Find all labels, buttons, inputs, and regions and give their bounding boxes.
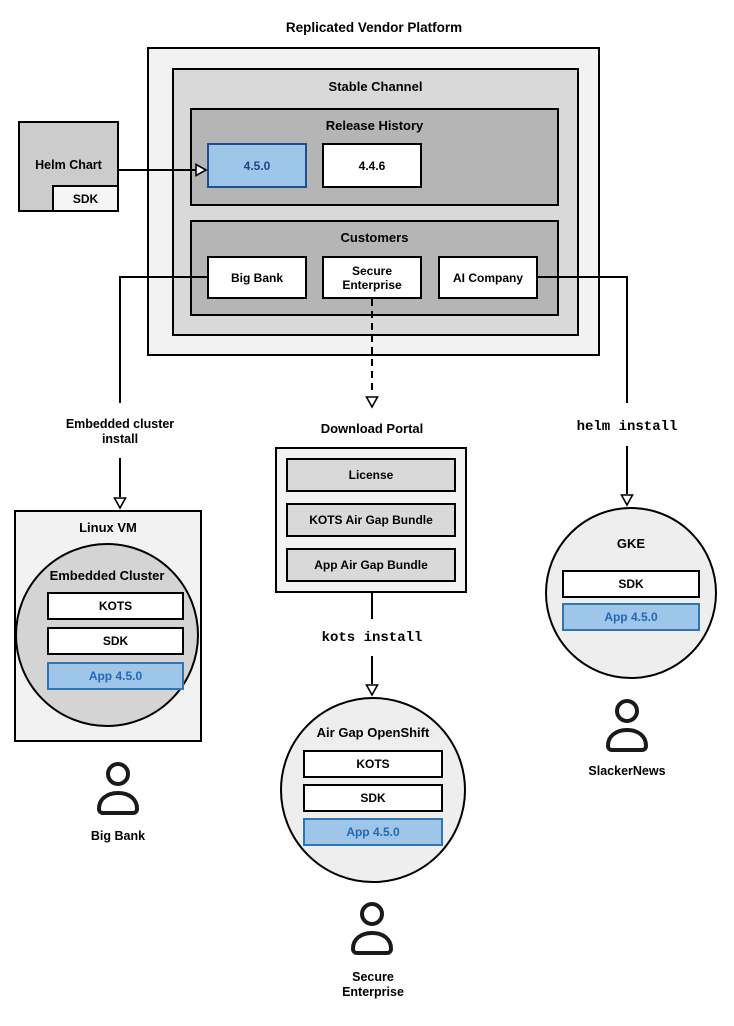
embedded-cluster-title: Embedded Cluster <box>49 568 165 583</box>
air-gap-openshift-title: Air Gap OpenShift <box>316 725 430 740</box>
secure-enterprise-user-icon <box>348 902 396 956</box>
edge-label-kots-install: kots install <box>321 630 423 646</box>
customer-ai-company: AI Company <box>438 256 538 299</box>
stable-channel-title: Stable Channel <box>328 79 423 94</box>
edge-label-embedded-cluster-install: Embedded cluster install <box>65 417 175 446</box>
gke-title: GKE <box>616 536 646 551</box>
download-portal-title: Download Portal <box>320 421 424 436</box>
portal-license-box: License <box>286 458 456 492</box>
portal-app-airgap-bundle-box: App Air Gap Bundle <box>286 548 456 582</box>
release-4-5-0: 4.5.0 <box>207 143 307 188</box>
release-4-4-6: 4.4.6 <box>322 143 422 188</box>
customer-secure-enterprise: Secure Enterprise <box>322 256 422 299</box>
customers-title: Customers <box>340 230 409 245</box>
helm-chart-sdk-box: SDK <box>52 185 119 212</box>
openshift-kots-box: KOTS <box>303 750 443 778</box>
release-history-title: Release History <box>325 118 424 133</box>
big-bank-user-icon <box>94 762 142 816</box>
embedded-cluster-sdk-box: SDK <box>47 627 184 655</box>
edge-label-helm-install: helm install <box>576 419 678 435</box>
secure-enterprise-user-label: Secure Enterprise <box>342 970 404 999</box>
openshift-app-box: App 4.5.0 <box>303 818 443 846</box>
helm-chart-label: Helm Chart <box>35 158 102 172</box>
big-bank-user-label: Big Bank <box>90 829 146 843</box>
linux-vm-title: Linux VM <box>79 520 137 535</box>
embedded-cluster-app-box: App 4.5.0 <box>47 662 184 690</box>
slackernews-user-icon <box>603 699 651 753</box>
gke-sdk-box: SDK <box>562 570 700 598</box>
slackernews-user-label: SlackerNews <box>588 764 666 778</box>
embedded-cluster-kots-box: KOTS <box>47 592 184 620</box>
openshift-sdk-box: SDK <box>303 784 443 812</box>
customer-big-bank: Big Bank <box>207 256 307 299</box>
page-title: Replicated Vendor Platform <box>285 20 463 35</box>
portal-kots-airgap-bundle-box: KOTS Air Gap Bundle <box>286 503 456 537</box>
gke-app-box: App 4.5.0 <box>562 603 700 631</box>
